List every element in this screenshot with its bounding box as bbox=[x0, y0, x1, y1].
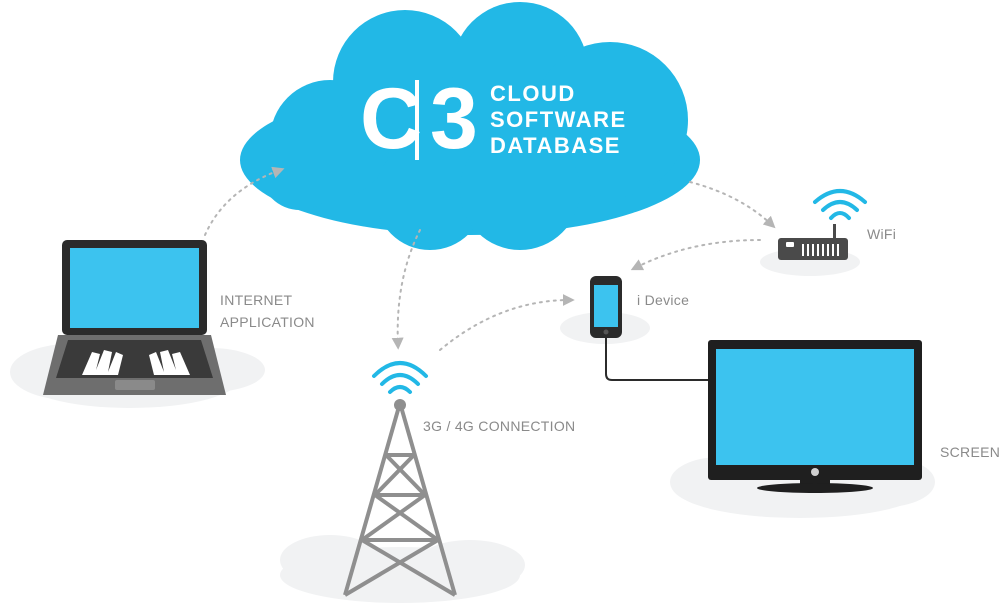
tower-label: 3G / 4G CONNECTION bbox=[423, 418, 576, 434]
brand-line-software: SOFTWARE bbox=[490, 107, 627, 132]
connection-arrows bbox=[204, 166, 776, 351]
phone-icon bbox=[590, 276, 622, 338]
arrow-router-to-phone bbox=[630, 239, 761, 271]
wifi-signal-icon bbox=[813, 189, 867, 220]
screen-label: SCREEN bbox=[940, 444, 1000, 460]
brand-line-cloud: CLOUD bbox=[490, 81, 576, 106]
tower-signal-icon bbox=[372, 361, 428, 394]
laptop-label-line2: APPLICATION bbox=[220, 314, 315, 330]
brand-line-database: DATABASE bbox=[490, 133, 621, 158]
arrow-laptop-to-cloud bbox=[204, 166, 285, 236]
cloud-shape bbox=[240, 2, 700, 250]
laptop-label-line1: INTERNET bbox=[220, 292, 293, 308]
laptop-icon bbox=[43, 240, 226, 395]
brand-divider bbox=[415, 80, 419, 160]
router-icon bbox=[778, 224, 848, 260]
arrow-tower-to-phone bbox=[439, 294, 575, 351]
brand-3-digit: 3 bbox=[430, 71, 478, 167]
cell-tower-icon bbox=[343, 399, 457, 597]
tv-screen-icon bbox=[708, 340, 922, 493]
brand-c-letter: C bbox=[360, 71, 423, 167]
router-label: WiFi bbox=[867, 226, 897, 242]
phone-to-screen-cable bbox=[605, 338, 712, 381]
arrow-cloud-to-router bbox=[689, 181, 776, 229]
phone-label: i Device bbox=[637, 292, 690, 308]
arrow-cloud-to-tower bbox=[391, 229, 421, 350]
